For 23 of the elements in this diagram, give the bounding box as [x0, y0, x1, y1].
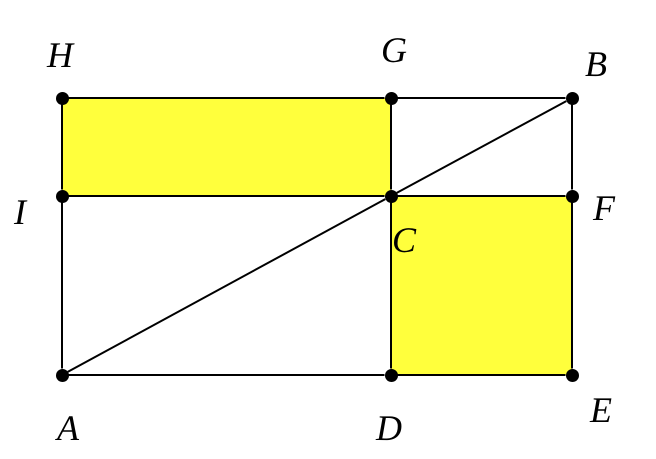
line-segment [396, 100, 567, 194]
point-label: A [57, 410, 79, 446]
line-segment [398, 374, 566, 376]
line-segment [68, 97, 384, 99]
point-label: C [392, 222, 416, 258]
line-segment [68, 195, 384, 197]
point-label: I [14, 194, 26, 230]
point-label: D [376, 410, 402, 446]
line-segment [390, 104, 392, 190]
line-segment [390, 202, 392, 368]
point-label: E [590, 392, 612, 428]
point-label: B [585, 46, 607, 82]
line-segment [61, 202, 63, 368]
line-segment [571, 104, 573, 190]
point-label: H [47, 37, 73, 73]
point-label: G [381, 32, 407, 68]
line-segment [398, 97, 566, 99]
line-segment [68, 374, 384, 376]
line-segment [67, 198, 386, 373]
point-label: F [593, 190, 615, 226]
line-segment [61, 104, 63, 190]
line-segment [571, 202, 573, 368]
line-segment [398, 195, 566, 197]
